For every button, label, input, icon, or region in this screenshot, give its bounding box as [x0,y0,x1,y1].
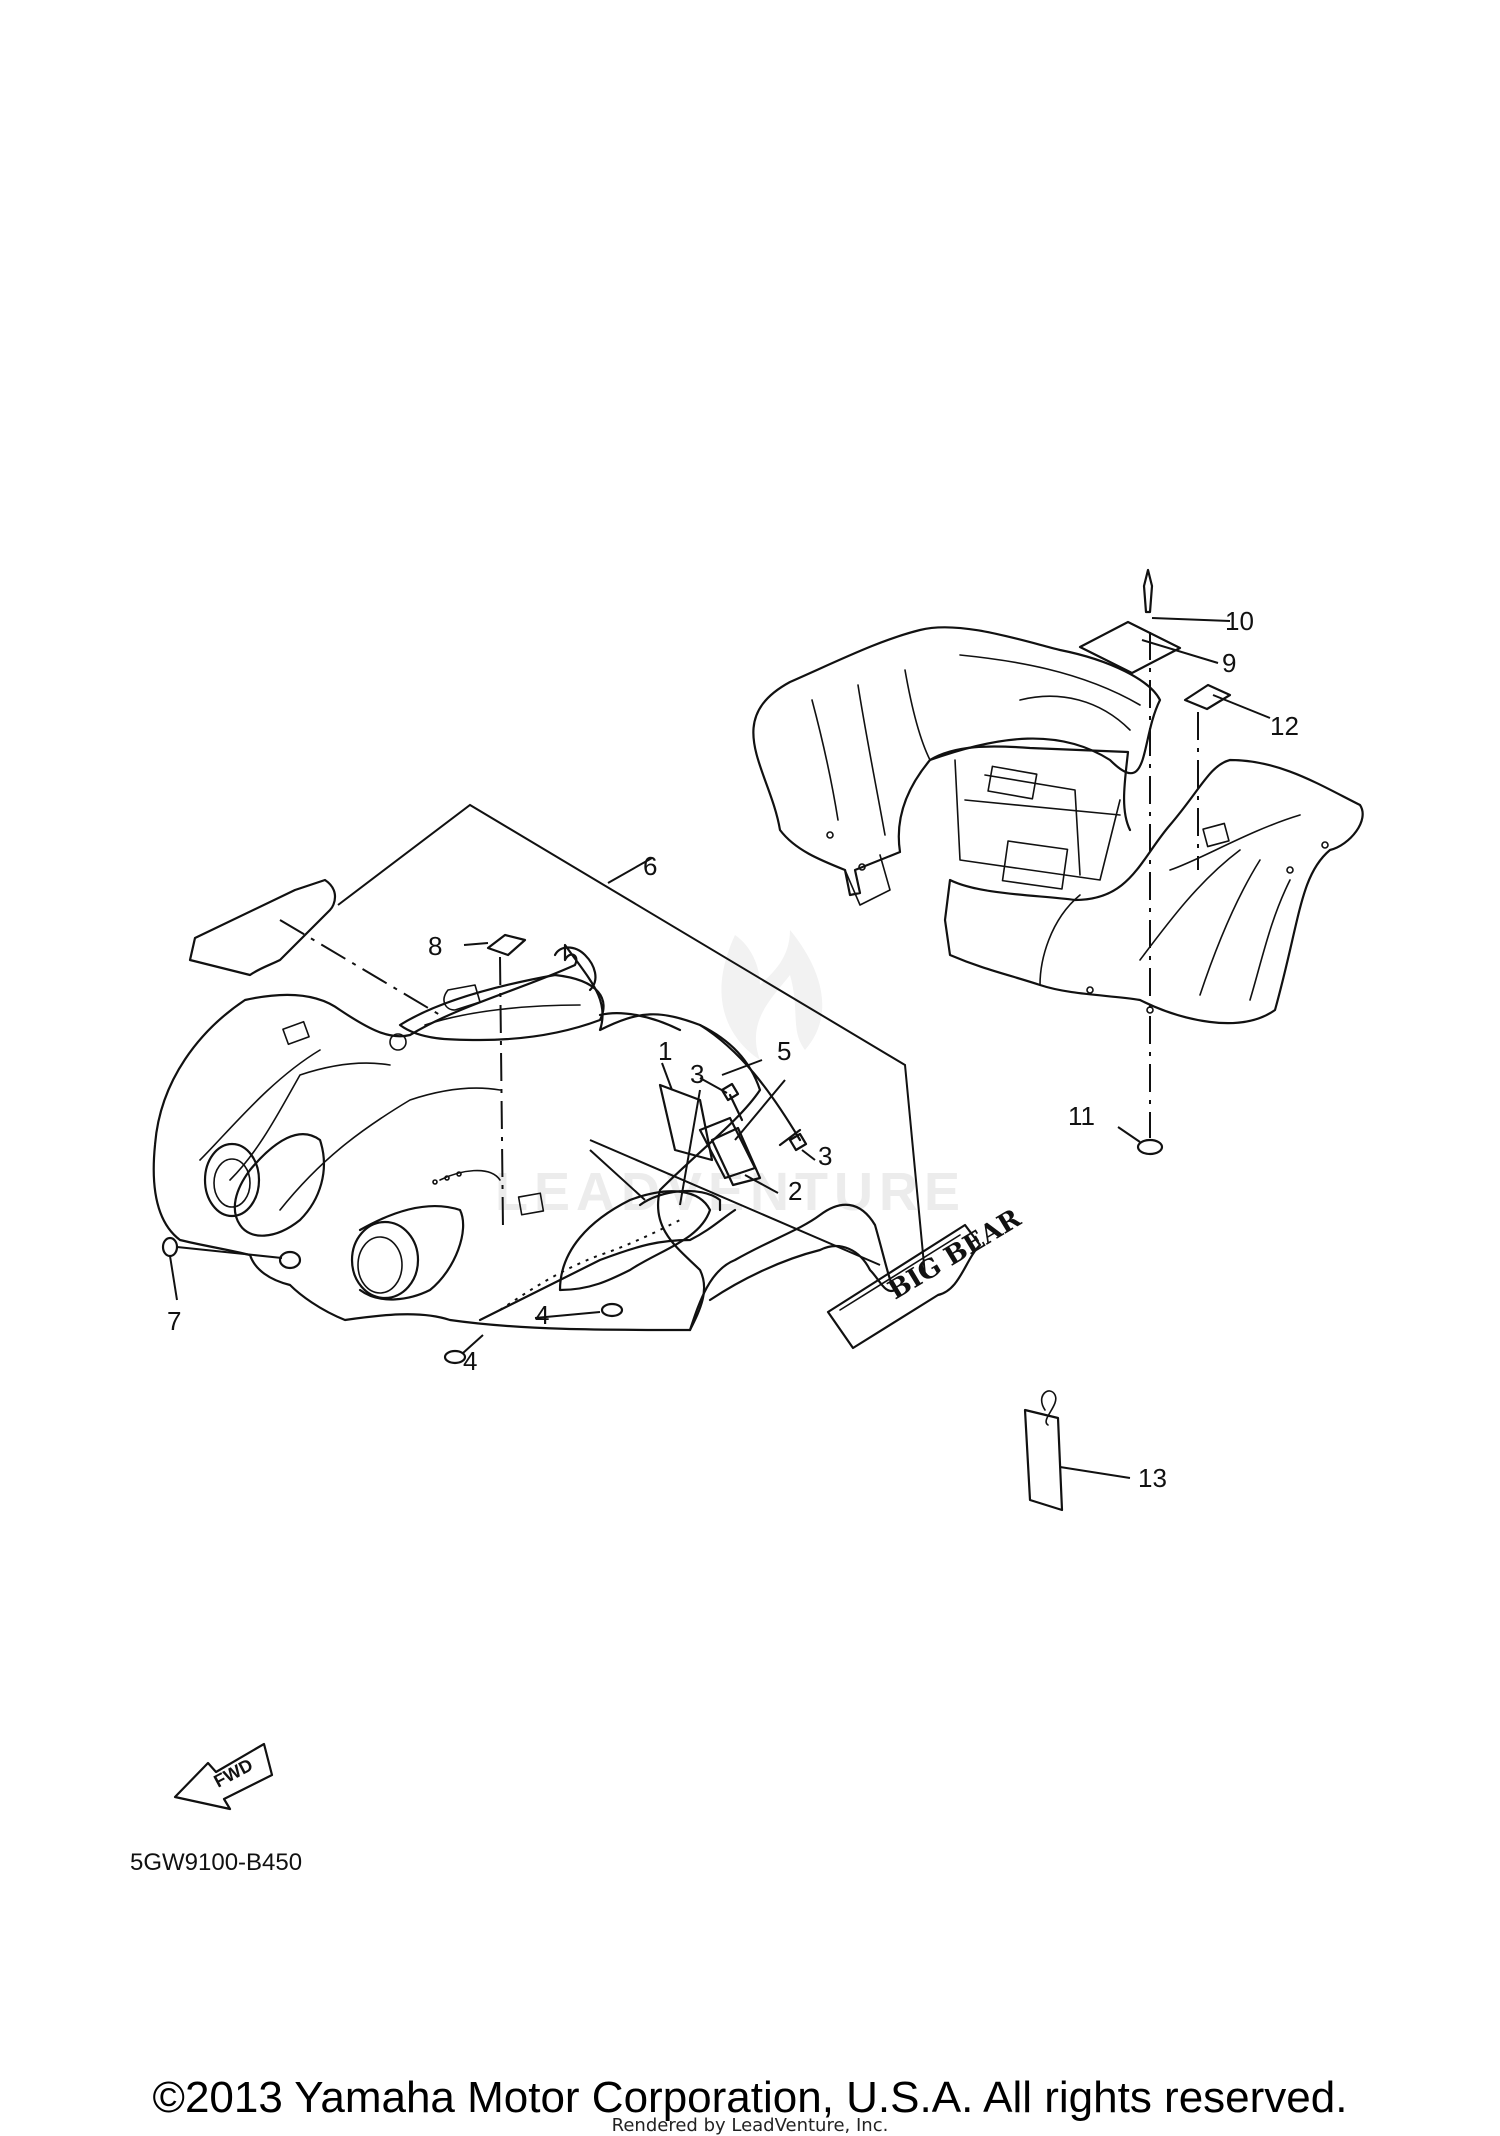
callout-4b: 4 [463,1346,477,1376]
callout-1: 1 [658,1036,672,1066]
mat-6 [188,878,337,977]
rear-fender [752,626,1364,1025]
hang-tag-13 [1023,1390,1131,1512]
grommet-4a [443,1349,467,1365]
callout-7: 7 [167,1306,181,1336]
fwd-arrow: FWD [173,1742,274,1811]
label-8 [486,933,527,957]
callout-8: 8 [428,931,442,961]
callout-6: 6 [643,851,657,881]
callout-3b: 3 [818,1141,832,1171]
bracket-2 [710,1126,762,1187]
copyright-notice: ©2013 Yamaha Motor Corporation, U.S.A. A… [152,2073,1348,2122]
bracket-5 [698,1116,757,1180]
part-code: 5GW9100-B450 [130,1849,302,1876]
front-fender [152,943,897,1332]
callout-9: 9 [1222,648,1236,678]
plate-9 [1078,620,1182,675]
callout-5: 5 [777,1036,791,1066]
label-12 [1183,683,1232,711]
callout-13: 13 [1138,1463,1167,1493]
callout-10: 10 [1225,606,1254,636]
callout-11: 11 [1068,1101,1095,1131]
callouts: 10 9 12 11 6 8 1 3 5 3 2 4 4 7 13 [167,606,1299,1493]
bracket-1 [658,1083,714,1162]
grommet-11 [1136,1138,1164,1156]
callout-4a: 4 [535,1300,549,1330]
rivet-3b [778,1128,808,1152]
watermark: LEADVENTURE [495,930,960,1222]
grommet-4b [600,1302,624,1318]
big-bear-decal: BIG BEAR [826,1203,1027,1350]
rendered-by-notice: Rendered by LeadVenture, Inc. [611,2115,889,2136]
callout-3a: 3 [690,1059,704,1089]
rivet-3a [720,1082,744,1122]
callout-12: 12 [1270,711,1299,741]
callout-2: 2 [788,1176,802,1206]
grommet-7 [161,1236,179,1258]
grommet-7b [278,1250,302,1270]
clip-10 [1142,568,1154,614]
